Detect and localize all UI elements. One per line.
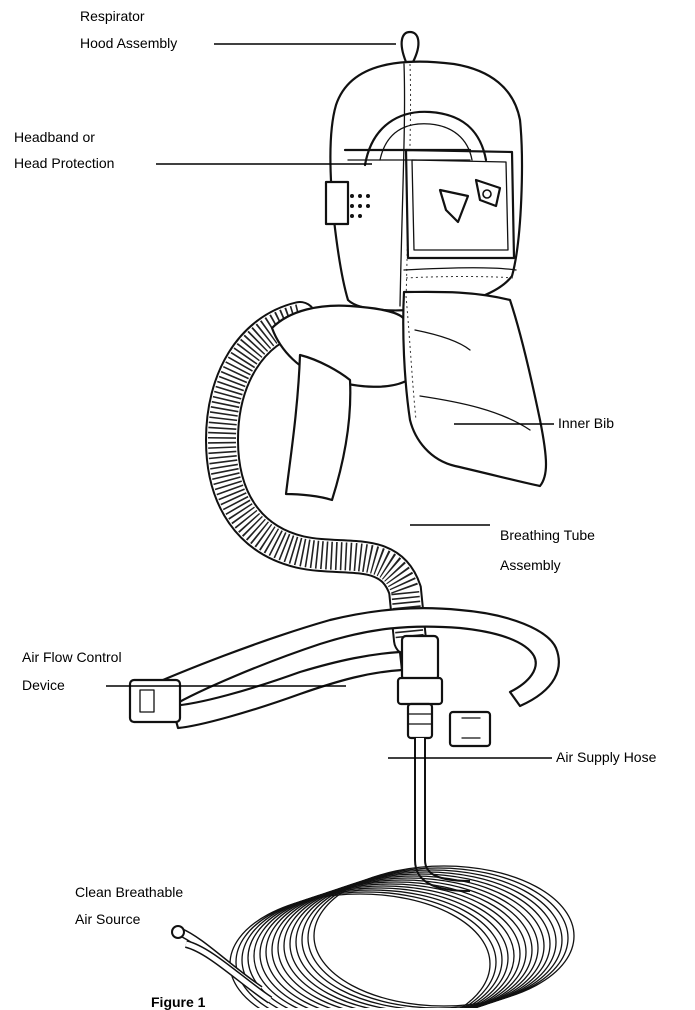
breathing-tube-label-line2: Assembly: [500, 552, 561, 579]
hood-label-line2: Hood Assembly: [80, 30, 177, 57]
inner-bib-label: Inner Bib: [558, 410, 614, 437]
inner-bib: [272, 292, 546, 500]
headband-label-line2: Head Protection: [14, 150, 114, 177]
air-source-label-line1: Clean Breathable: [75, 879, 183, 906]
breathing-tube-label-line1: Breathing Tube: [500, 522, 595, 549]
air-supply-hose-label: Air Supply Hose: [556, 744, 656, 771]
coiled-hose: [172, 866, 574, 1008]
air-flow-control-label-line1: Air Flow Control: [22, 644, 122, 671]
air-supply-hose: [420, 738, 470, 886]
belt: [130, 608, 559, 746]
air-source-label-line2: Air Source: [75, 906, 140, 933]
air-flow-control-label-line2: Device: [22, 672, 65, 699]
hood-label-line1: Respirator: [80, 3, 145, 30]
headband-label-line1: Headband or: [14, 124, 95, 151]
air-flow-control-device: [398, 636, 442, 738]
hood-assembly: [326, 32, 522, 310]
